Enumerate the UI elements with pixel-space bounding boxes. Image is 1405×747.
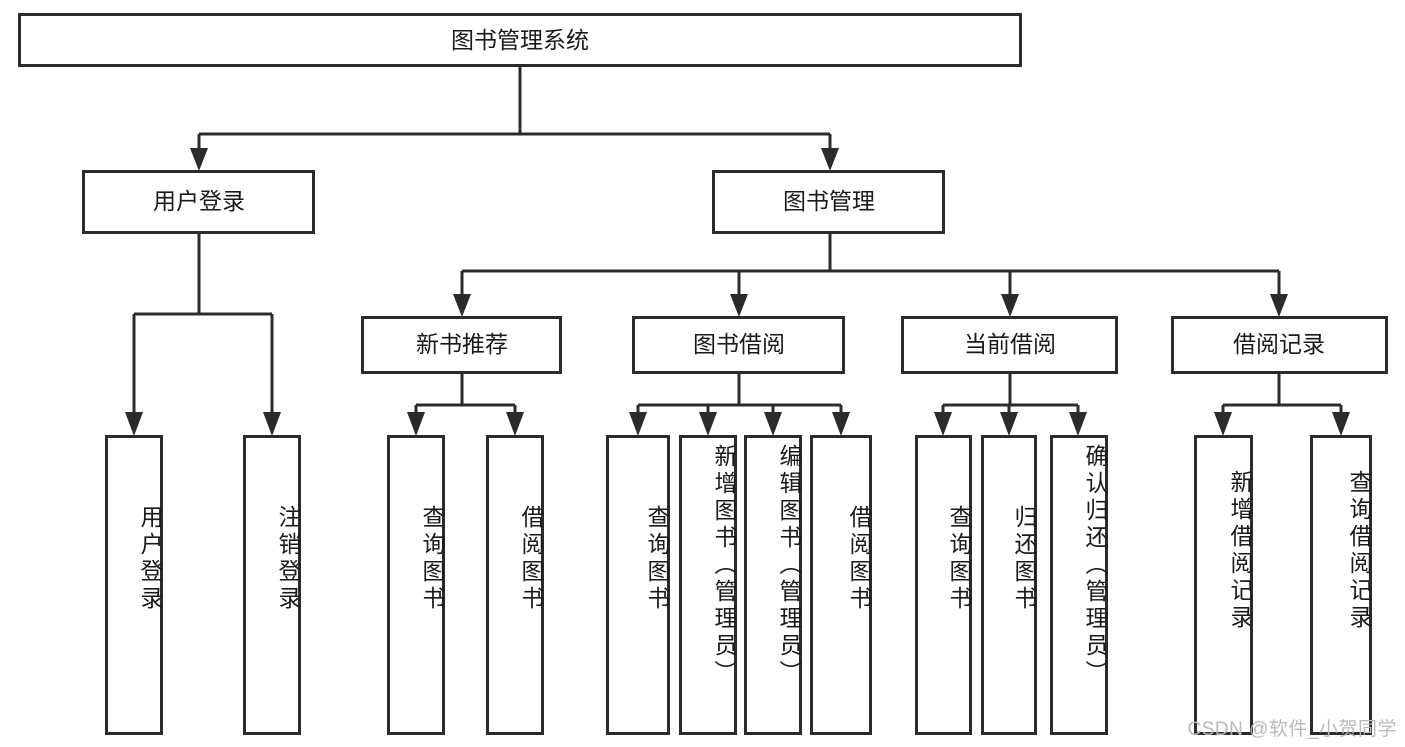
arrowhead-book-borrow xyxy=(730,294,748,317)
node-label-user-login: 用户登录 xyxy=(153,188,245,214)
node-box-book-management[interactable] xyxy=(712,170,945,234)
node-box-borrow-record[interactable] xyxy=(1171,316,1388,374)
arrowhead-leaf-edit-book-admin xyxy=(764,412,782,436)
arrowhead-leaf-logout xyxy=(263,412,281,436)
arrowhead-leaf-query-book-borrow xyxy=(629,412,647,436)
arrowhead-leaf-add-book-admin xyxy=(699,412,717,436)
arrowhead-borrow-record xyxy=(1270,294,1288,317)
node-label-new-book-recommend: 新书推荐 xyxy=(416,331,508,357)
csdn-watermark: CSDN @软件_小贺同学 xyxy=(1187,719,1397,740)
node-box-leaf-confirm-return-admin[interactable] xyxy=(1050,435,1108,735)
node-box-leaf-borrow-book[interactable] xyxy=(810,435,872,735)
arrowhead-leaf-user-login xyxy=(125,412,143,436)
node-label-book-management: 图书管理 xyxy=(783,188,875,214)
arrowhead-leaf-borrow-book xyxy=(832,412,850,436)
node-box-leaf-return-book[interactable] xyxy=(981,435,1037,735)
node-box-book-borrow[interactable] xyxy=(632,316,845,374)
node-box-new-book-recommend[interactable] xyxy=(361,316,562,374)
node-label-root: 图书管理系统 xyxy=(451,27,589,53)
arrowhead-current-borrow xyxy=(1001,294,1019,317)
node-label-borrow-record: 借阅记录 xyxy=(1233,331,1325,357)
node-label-current-borrow: 当前借阅 xyxy=(964,331,1056,357)
arrowhead-book-management xyxy=(821,148,839,171)
node-box-leaf-add-borrow-record[interactable] xyxy=(1194,435,1253,735)
arrowhead-new-book-recommend xyxy=(453,294,471,317)
node-box-leaf-edit-book-admin[interactable] xyxy=(744,435,802,735)
node-box-user-login[interactable] xyxy=(82,170,315,234)
arrowhead-leaf-confirm-return-admin xyxy=(1069,412,1087,436)
node-box-leaf-query-book-borrow[interactable] xyxy=(606,435,670,735)
arrowhead-leaf-add-borrow-record xyxy=(1214,412,1232,436)
arrowhead-leaf-query-borrow-record xyxy=(1332,412,1350,436)
connectors xyxy=(125,66,1350,436)
node-box-leaf-query-book-recommend[interactable] xyxy=(387,435,445,735)
node-box-leaf-query-borrow-record[interactable] xyxy=(1310,435,1372,735)
node-boxes xyxy=(18,13,1388,735)
arrowhead-leaf-return-book xyxy=(1000,412,1018,436)
arrowhead-leaf-borrow-book-recommend xyxy=(506,412,524,436)
node-box-root[interactable] xyxy=(18,13,1022,67)
node-box-leaf-add-book-admin[interactable] xyxy=(679,435,737,735)
arrowhead-user-login xyxy=(190,148,208,171)
arrowhead-leaf-query-book-recommend xyxy=(407,412,425,436)
node-box-leaf-logout[interactable] xyxy=(243,435,301,735)
node-box-leaf-user-login[interactable] xyxy=(105,435,163,735)
horizontal-labels: 图书管理系统 用户登录 图书管理 新书推荐 图书借阅 当前借阅 借阅记录 xyxy=(153,27,1325,357)
node-box-leaf-query-book-current[interactable] xyxy=(915,435,972,735)
node-label-book-borrow: 图书借阅 xyxy=(693,331,785,357)
arrowhead-leaf-query-book-current xyxy=(934,412,952,436)
node-box-leaf-borrow-book-recommend[interactable] xyxy=(486,435,544,735)
node-box-current-borrow[interactable] xyxy=(901,316,1118,374)
